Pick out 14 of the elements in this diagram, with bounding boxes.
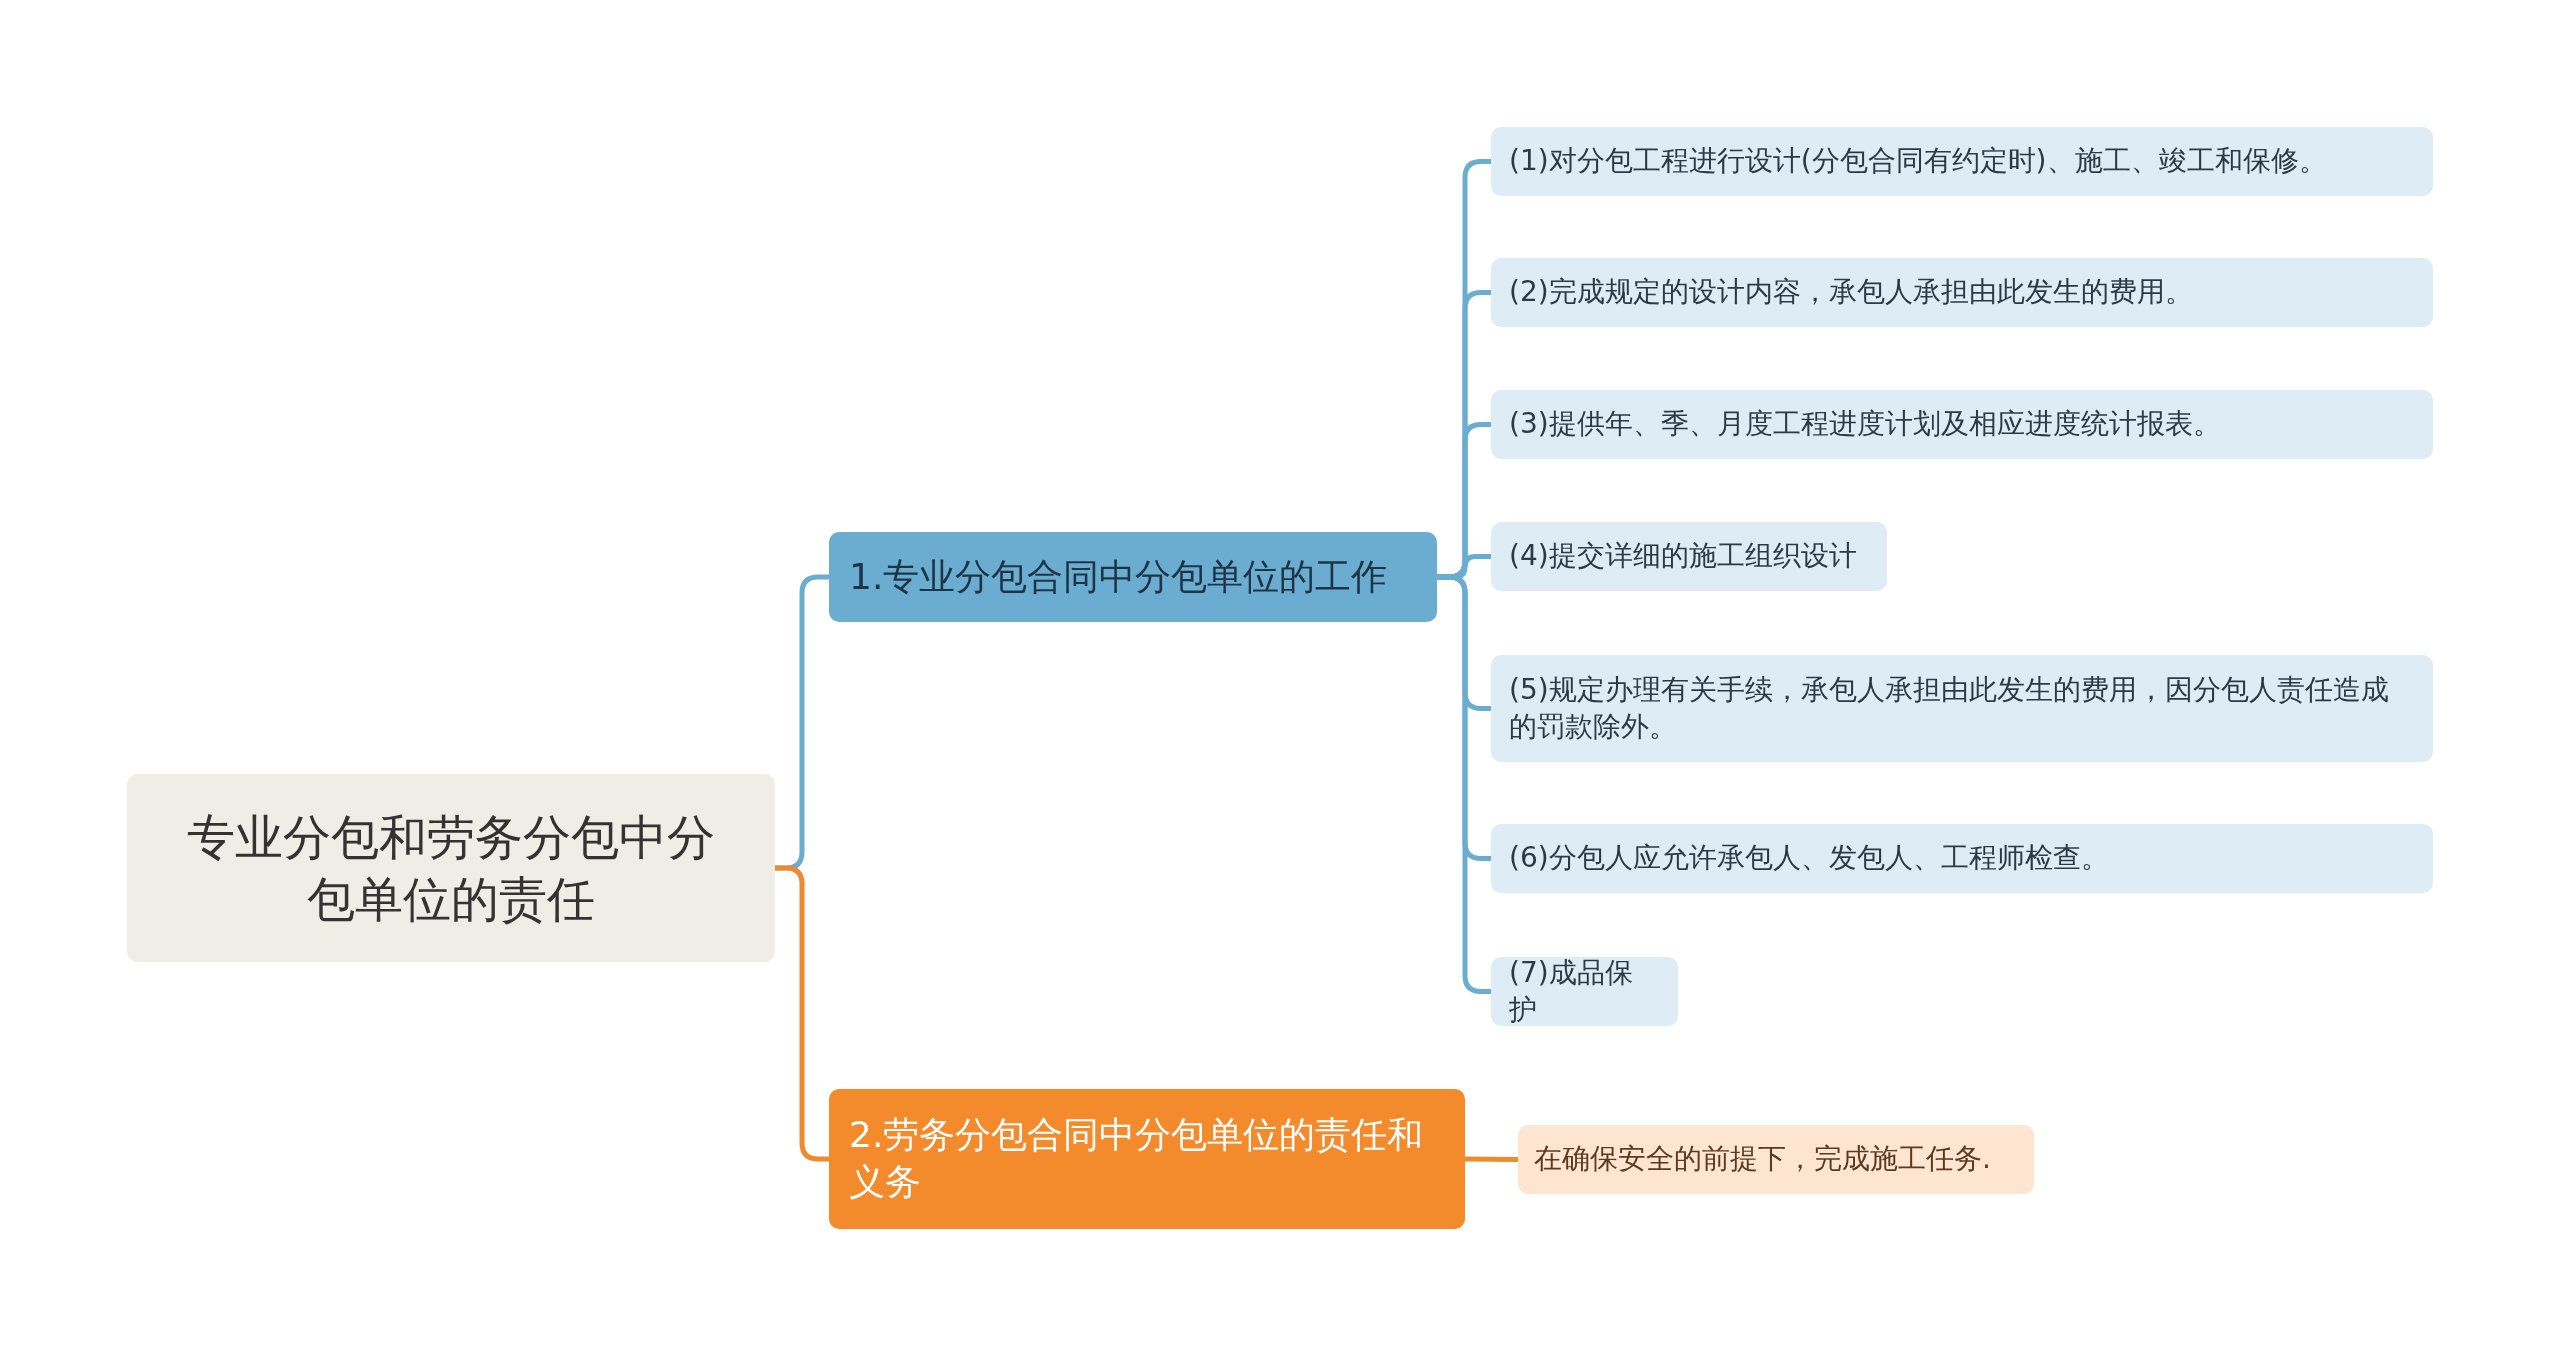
- subtopic-box: (3)提供年、季、月度工程进度计划及相应进度统计报表。: [1491, 390, 2433, 459]
- root-topic-box: 专业分包和劳务分包中分包单位的责任: [127, 774, 775, 962]
- subtopic-box: (1)对分包工程进行设计(分包合同有约定时)、施工、竣工和保修。: [1491, 127, 2433, 196]
- topic-box: 1.专业分包合同中分包单位的工作: [829, 532, 1437, 622]
- connector-line: [775, 865, 829, 1162]
- topic-box: 2.劳务分包合同中分包单位的责任和义务: [829, 1089, 1465, 1229]
- subtopic-box: (2)完成规定的设计内容，承包人承担由此发生的费用。: [1491, 258, 2433, 327]
- subtopic-box: (6)分包人应允许承包人、发包人、工程师检查。: [1491, 824, 2433, 893]
- connector-line: [1437, 574, 1491, 994]
- connector-line: [1464, 1156, 1519, 1162]
- subtopic-box: 在确保安全的前提下，完成施工任务.: [1518, 1125, 2034, 1194]
- subtopic-box: (5)规定办理有关手续，承包人承担由此发生的费用，因分包人责任造成的罚款除外。: [1491, 655, 2433, 762]
- subtopic-box: (7)成品保护: [1491, 957, 1678, 1026]
- subtopic-box: (4)提交详细的施工组织设计: [1491, 522, 1887, 591]
